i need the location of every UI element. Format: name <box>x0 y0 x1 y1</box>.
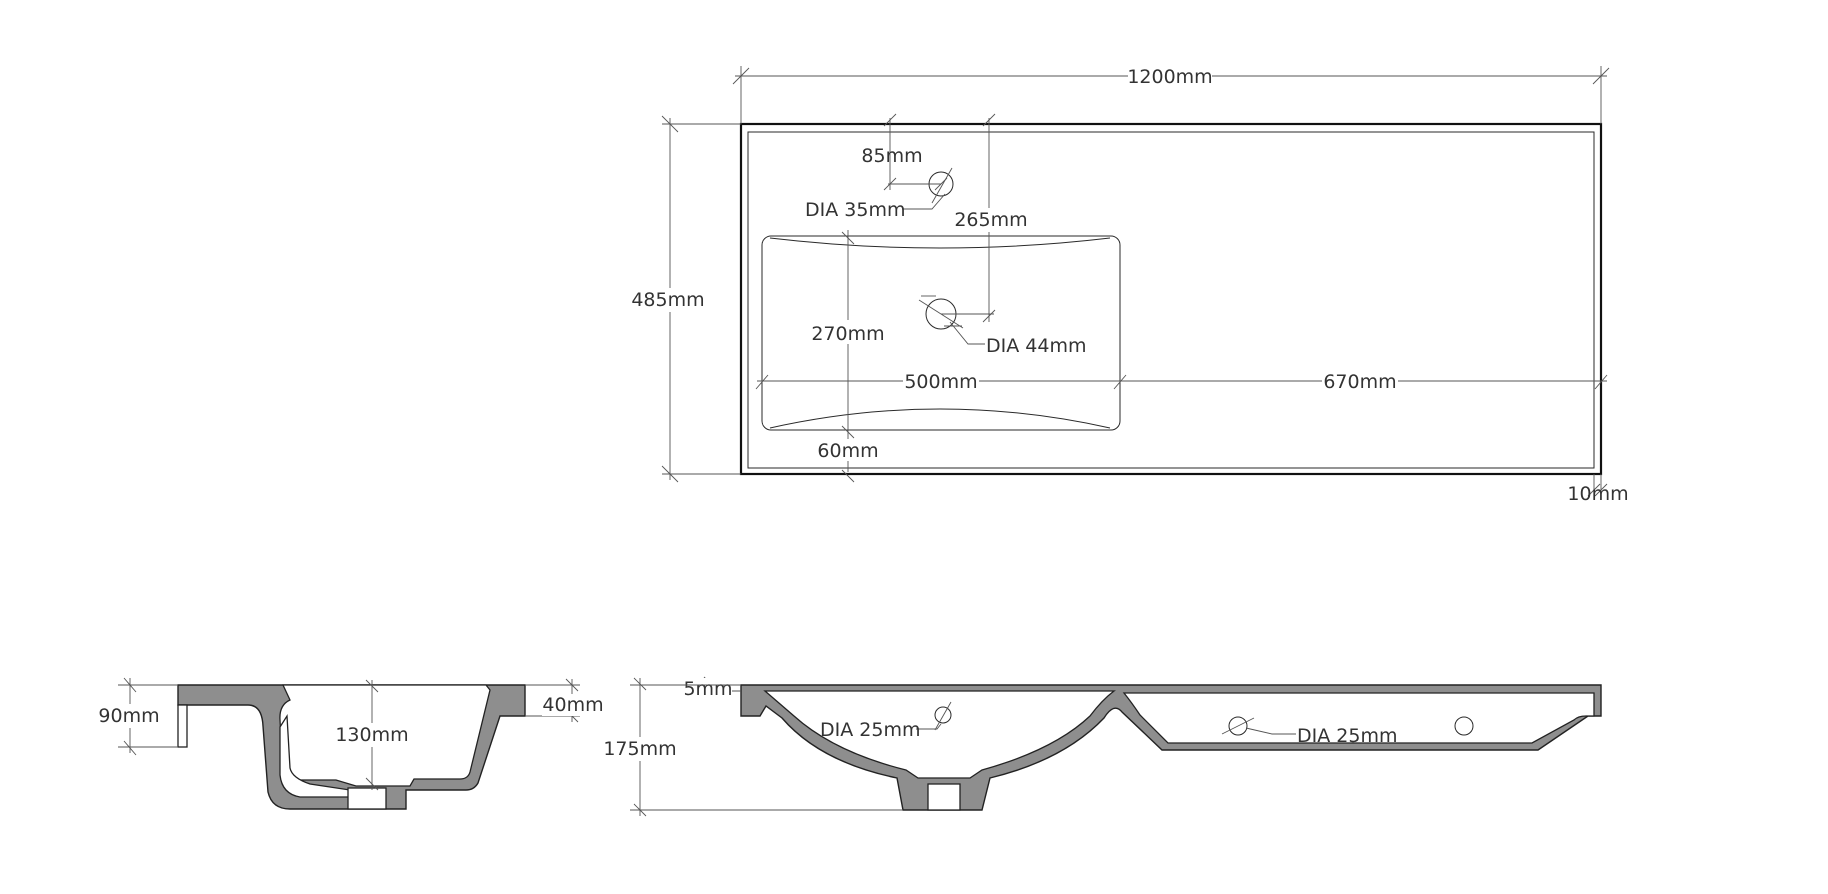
dim-bowl-and-deck-width <box>755 374 1608 390</box>
side-section: 90mm 130mm 40mm <box>98 677 604 810</box>
label-front-margin: 60mm <box>817 440 878 462</box>
leader-tap-hole <box>902 193 946 210</box>
front-rear-hole-right <box>1454 716 1474 736</box>
leader-overflow-hole <box>916 723 942 730</box>
label-side-lip: 40mm <box>542 694 603 716</box>
bowl-top-curve <box>769 237 1111 249</box>
label-bowl-depth: 270mm <box>811 323 884 345</box>
label-bowl-width: 500mm <box>904 371 977 393</box>
front-section-bowl <box>763 690 1116 779</box>
front-section-deck-underside <box>1122 692 1595 744</box>
label-tap-to-drain: 265mm <box>954 209 1027 231</box>
label-side-height: 90mm <box>98 705 159 727</box>
front-section-drain <box>927 783 961 811</box>
label-tap-hole: DIA 35mm <box>805 199 905 221</box>
label-front-top-thickness: 5mm <box>683 678 732 700</box>
label-rim: 10mm <box>1567 483 1628 505</box>
label-front-height: 175mm <box>603 738 676 760</box>
basin-outline <box>739 122 1603 476</box>
top-view: 1200mm 485mm 85mm DIA 35mm <box>631 64 1629 505</box>
side-section-drain <box>347 787 387 810</box>
leader-rear-hole <box>1245 727 1296 735</box>
front-section: 5mm 175mm DIA 25mm DIA 25mm <box>603 676 1602 817</box>
bowl-bottom-curve <box>769 408 1111 429</box>
dim-bowl-depth <box>841 230 855 483</box>
label-deck-width: 670mm <box>1323 371 1396 393</box>
label-tap-offset: 85mm <box>861 145 922 167</box>
label-rear-hole: DIA 25mm <box>1297 725 1397 747</box>
label-overall-depth: 485mm <box>631 289 704 311</box>
basin-rim <box>747 131 1595 469</box>
front-overflow-hole <box>934 706 952 724</box>
front-rear-hole-left <box>1228 716 1248 736</box>
label-drain-hole: DIA 44mm <box>986 335 1086 357</box>
label-side-bowl-depth: 130mm <box>335 724 408 746</box>
bowl-outline <box>761 235 1121 431</box>
label-overflow-hole: DIA 25mm <box>820 719 920 741</box>
leader-drain-hole <box>949 321 985 345</box>
side-section-skirt <box>177 704 188 748</box>
label-overall-width: 1200mm <box>1127 66 1212 88</box>
